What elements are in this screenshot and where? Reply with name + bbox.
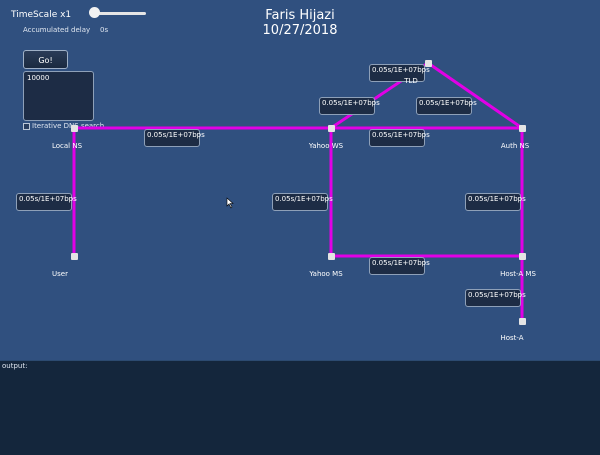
node-auth-ns[interactable] [519, 125, 526, 132]
link-label: 0.05s/1E+07bps [369, 129, 430, 147]
link-label: 0.05s/1E+07bps [369, 64, 430, 82]
node-label-host-a: Host-A [500, 334, 524, 342]
mouse-cursor-icon [226, 197, 234, 209]
node-label-auth-ns: Auth NS [500, 142, 530, 150]
node-label-yahoo-ms: Yahoo MS [309, 270, 343, 278]
node-label-yahoo-ws: Yahoo WS [308, 142, 344, 150]
node-yahoo-ms[interactable] [328, 253, 335, 260]
iterative-dns-checkbox[interactable] [23, 123, 30, 130]
node-user[interactable] [71, 253, 78, 260]
node-host-a[interactable] [519, 318, 526, 325]
node-yahoo-ws[interactable] [328, 125, 335, 132]
go-button[interactable]: Go! [23, 50, 68, 69]
link-label: 0.05s/1E+07bps [144, 129, 205, 147]
link-label: 0.05s/1E+07bps [319, 97, 380, 115]
node-local-ns[interactable] [71, 125, 78, 132]
link-label: 0.05s/1E+07bps [416, 97, 477, 115]
output-panel[interactable] [0, 360, 600, 455]
node-tld[interactable] [425, 60, 432, 67]
iterative-dns-label: Iterative DNS search [32, 122, 105, 130]
header-date: 10/27/2018 [262, 23, 338, 38]
author-name: Faris Hijazi [265, 8, 335, 23]
link-label: 0.05s/1E+07bps [272, 193, 333, 211]
accumulated-delay-label: Accumulated delay [23, 26, 91, 34]
link-label: 0.05s/1E+07bps [16, 193, 77, 211]
timescale-slider-track[interactable] [90, 12, 146, 15]
timescale-slider-handle[interactable] [89, 7, 100, 18]
accumulated-delay-value: 0s [100, 26, 109, 34]
node-host-a-ms[interactable] [519, 253, 526, 260]
link-label: 0.05s/1E+07bps [465, 289, 526, 307]
node-label-host-a-ms: Host-A MS [500, 270, 536, 278]
link-tld-auth-ns [426, 61, 524, 130]
node-label-local-ns: Local NS [51, 142, 83, 150]
link-label: 0.05s/1E+07bps [369, 257, 430, 275]
link-label: 0.05s/1E+07bps [465, 193, 526, 211]
timescale-label: TimeScale x1 [11, 10, 72, 20]
output-label: output: [2, 362, 28, 370]
node-label-user: User [52, 270, 68, 278]
node-label-tld: TLD [404, 77, 418, 85]
query-input[interactable]: 10000 [23, 71, 94, 121]
